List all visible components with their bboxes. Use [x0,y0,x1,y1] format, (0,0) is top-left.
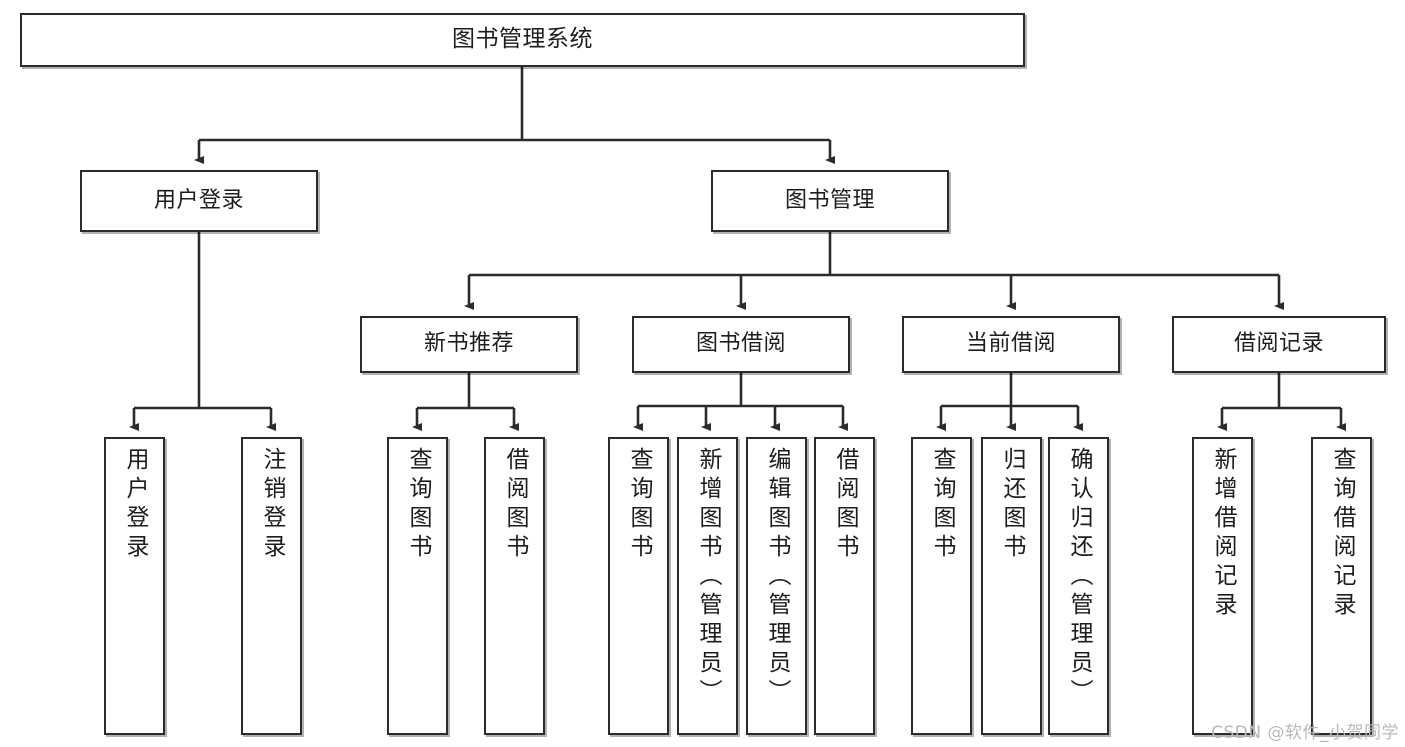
node-book-management[interactable]: 图书管理 [711,170,949,232]
node-book-management-label: 图书管理 [784,187,875,213]
leaf-book-borrow-edit[interactable]: 编辑图书（管理员） [746,437,807,735]
leaf-new-book-query[interactable]: 查询图书 [387,437,448,735]
leaf-current-borrow-confirm[interactable]: 确认归还（管理员） [1048,437,1109,735]
leaf-current-borrow-query-label: 查询图书 [929,447,955,563]
node-borrow-record[interactable]: 借阅记录 [1172,316,1386,373]
leaf-new-book-borrow[interactable]: 借阅图书 [484,437,545,735]
leaf-borrow-record-query-label: 查询借阅记录 [1329,447,1355,621]
node-borrow-record-label: 借阅记录 [1233,331,1324,357]
leaf-borrow-record-add[interactable]: 新增借阅记录 [1192,437,1253,735]
leaf-user-login-login-label: 用户登录 [122,447,148,563]
leaf-book-borrow-borrow-label: 借阅图书 [832,447,858,563]
node-book-borrow-label: 图书借阅 [695,331,786,357]
node-new-book-recommend[interactable]: 新书推荐 [360,316,578,373]
leaf-current-borrow-confirm-label: 确认归还（管理员） [1066,447,1092,708]
node-current-borrow[interactable]: 当前借阅 [902,316,1120,373]
leaf-book-borrow-edit-label: 编辑图书（管理员） [764,447,790,708]
node-user-login[interactable]: 用户登录 [80,170,318,232]
leaf-book-borrow-add[interactable]: 新增图书（管理员） [677,437,738,735]
leaf-borrow-record-add-label: 新增借阅记录 [1210,447,1236,621]
node-root-label: 图书管理系统 [452,26,593,53]
leaf-book-borrow-add-label: 新增图书（管理员） [695,447,721,708]
leaf-new-book-borrow-label: 借阅图书 [502,447,528,563]
node-book-borrow[interactable]: 图书借阅 [632,316,850,373]
leaf-new-book-query-label: 查询图书 [405,447,431,563]
leaf-current-borrow-query[interactable]: 查询图书 [911,437,972,735]
node-root[interactable]: 图书管理系统 [20,13,1025,67]
leaf-book-borrow-query-label: 查询图书 [626,447,652,563]
node-new-book-recommend-label: 新书推荐 [423,331,514,357]
leaf-borrow-record-query[interactable]: 查询借阅记录 [1311,437,1372,735]
leaf-user-login-logout[interactable]: 注销登录 [241,437,302,735]
leaf-book-borrow-borrow[interactable]: 借阅图书 [814,437,875,735]
leaf-book-borrow-query[interactable]: 查询图书 [608,437,669,735]
node-user-login-label: 用户登录 [153,187,244,213]
leaf-current-borrow-return-label: 归还图书 [999,447,1025,563]
leaf-user-login-logout-label: 注销登录 [259,447,285,563]
node-current-borrow-label: 当前借阅 [965,331,1056,357]
leaf-current-borrow-return[interactable]: 归还图书 [981,437,1042,735]
leaf-user-login-login[interactable]: 用户登录 [104,437,165,735]
